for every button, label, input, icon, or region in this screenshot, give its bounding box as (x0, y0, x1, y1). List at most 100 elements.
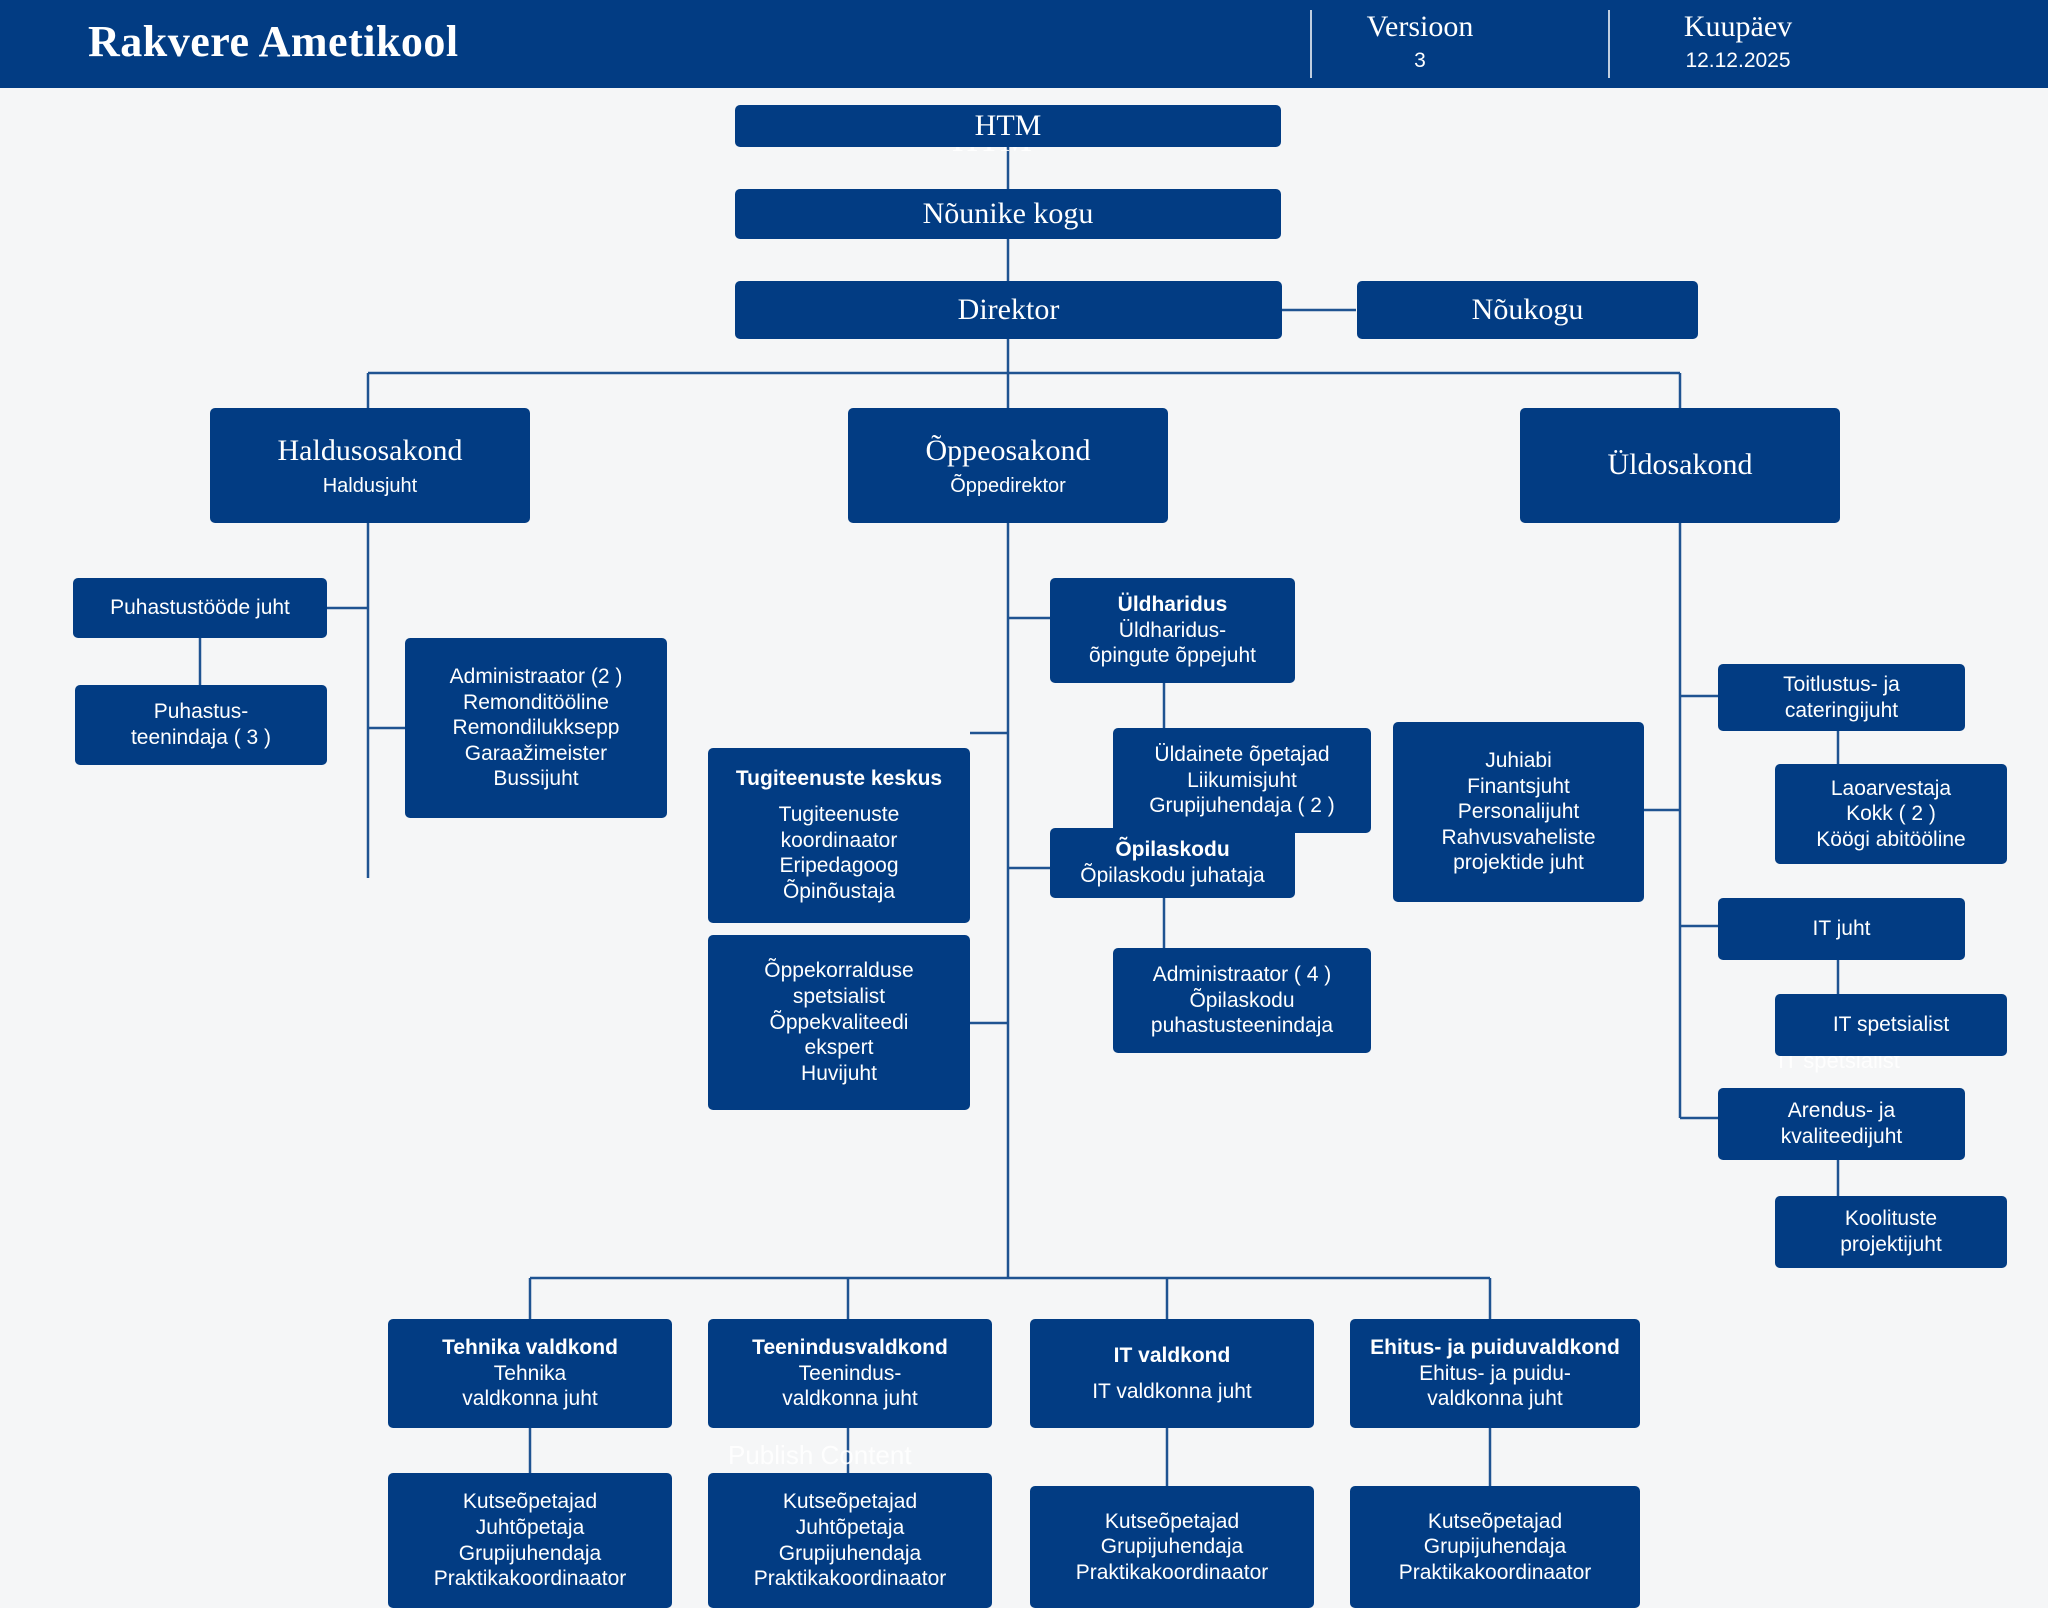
node-puhastustoode-juht[interactable]: Puhastustööde juht (73, 578, 327, 638)
header-divider-2 (1608, 10, 1610, 78)
node-ehitus-valdkond[interactable]: Ehitus- ja puiduvaldkond Ehitus- ja puid… (1350, 1319, 1640, 1428)
node-it-valdkond-lines: IT valdkonna juht (1092, 1379, 1252, 1405)
node-teenindus-valdkond[interactable]: Teenindusvaldkond Teenindus-valdkonna ju… (708, 1319, 992, 1428)
node-it-juht[interactable]: IT juht (1718, 898, 1965, 960)
node-uldosakond[interactable]: Üldosakond (1520, 408, 1840, 523)
staff-line: spetsialist (792, 985, 886, 1009)
staff-line: õpingute õppejuht (1089, 644, 1256, 668)
staff-line: Koolituste (1844, 1207, 1938, 1231)
staff-line: Grupijuhendaja (1100, 1535, 1244, 1559)
staff-line: Juhtõpetaja (795, 1515, 905, 1539)
staff-line: Üldainete õpetajad (1154, 743, 1330, 767)
staff-line: kvaliteedijuht (1780, 1125, 1903, 1148)
staff-line: Kutseõpetajad (782, 1490, 918, 1514)
staff-line: Remonditööline (463, 690, 609, 714)
node-oppeosakond[interactable]: Õppeosakond Õppedirektor (848, 408, 1168, 523)
staff-line: teenindaja ( 3 ) (130, 726, 272, 749)
date-field: Kuupäev 12.12.2025 (1628, 8, 1848, 74)
node-opilaskodu[interactable]: Õpilaskodu Õpilaskodu juhataja (1050, 828, 1295, 898)
staff-line: Grupijuhendaja (1423, 1535, 1567, 1559)
node-haldusosakond-subtitle: Haldusjuht (322, 474, 418, 497)
version-value: 3 (1414, 48, 1426, 72)
staff-line: Praktikakoordinaator (1075, 1560, 1269, 1584)
staff-line: Praktikakoordinaator (433, 1567, 627, 1591)
staff-line: koordinaator (780, 828, 898, 852)
node-haldusosakond-title: Haldusosakond (277, 434, 463, 467)
staff-line: Grupijuhendaja (458, 1541, 602, 1565)
node-nounike-kogu[interactable]: Nõunike kogu (735, 189, 1281, 239)
staff-line: Eripedagoog (779, 854, 899, 878)
staff-line: valdkonna juht (782, 1387, 918, 1411)
staff-line: Praktikakoordinaator (753, 1567, 947, 1591)
node-direktor[interactable]: Direktor (735, 281, 1282, 339)
node-uldharidus-title: Üldharidus (1117, 593, 1228, 617)
node-htm[interactable]: HTM (735, 105, 1281, 147)
staff-line: Finantsjuht (1467, 774, 1570, 798)
date-label: Kuupäev (1683, 10, 1793, 43)
version-field: Versioon 3 (1330, 8, 1510, 74)
staff-line: ekspert (804, 1036, 874, 1060)
staff-line: projektijuht (1840, 1233, 1942, 1256)
date-value: 12.12.2025 (1685, 48, 1791, 72)
staff-line: Kutseõpetajad (1427, 1509, 1563, 1533)
node-htm-title: HTM (974, 108, 1042, 142)
staff-line: Õpilaskodu (1189, 988, 1295, 1012)
node-tugiteenuste-keskus-title: Tugiteenuste keskus (735, 767, 943, 791)
node-noukogu-title: Nõukogu (1471, 292, 1584, 326)
staff-line: Õpinõustaja (782, 879, 896, 903)
staff-line: Bussijuht (493, 767, 579, 791)
node-uldharidus[interactable]: Üldharidus Üldharidus-õpingute õppejuht (1050, 578, 1295, 683)
staff-line: Puhastus- (153, 700, 249, 724)
node-puhastusteenindaja[interactable]: Puhastus-teenindaja ( 3 ) (75, 685, 327, 765)
node-puhastusteenindaja-lines: Puhastus-teenindaja ( 3 ) (131, 699, 271, 750)
staff-line: Teenindus- (798, 1361, 902, 1385)
staff-line: Juhtõpetaja (475, 1515, 585, 1539)
node-it-spetsialist[interactable]: IT spetsialist (1775, 994, 2007, 1056)
node-ehitus-valdkond-title: Ehitus- ja puiduvaldkond (1370, 1336, 1620, 1360)
node-it-spetsialist-title: IT spetsialist (1832, 1013, 1950, 1037)
page-header: Rakvere Ametikool Versioon 3 Kuupäev 12.… (0, 0, 2048, 88)
staff-line: valdkonna juht (1427, 1387, 1563, 1411)
staff-line: Huvijuht (801, 1061, 877, 1085)
staff-line: Remondilukksepp (452, 716, 620, 740)
node-ehitus-valdkond-lines: Ehitus- ja puidu-valdkonna juht (1419, 1361, 1571, 1412)
node-it-juht-title: IT juht (1812, 917, 1871, 941)
node-noukogu[interactable]: Nõukogu (1357, 281, 1698, 339)
staff-line: Tugiteenuste (778, 803, 900, 827)
node-haldusosakond[interactable]: Haldusosakond Haldusjuht (210, 408, 530, 523)
staff-line: Praktikakoordinaator (1398, 1560, 1592, 1584)
node-it-valdkond-title: IT valdkond (1113, 1343, 1231, 1367)
node-teenindus-valdkond-title: Teenindusvaldkond (752, 1336, 948, 1360)
staff-line: Garaažimeister (464, 741, 608, 765)
node-oppeosakond-subtitle: Õppedirektor (950, 474, 1066, 497)
node-puhastustoode-juht-title: Puhastustööde juht (110, 596, 290, 620)
header-divider-1 (1310, 10, 1312, 78)
node-it-valdkond[interactable]: IT valdkond IT valdkonna juht (1030, 1319, 1314, 1428)
staff-line: Grupijuhendaja ( 2 ) (1149, 794, 1335, 818)
